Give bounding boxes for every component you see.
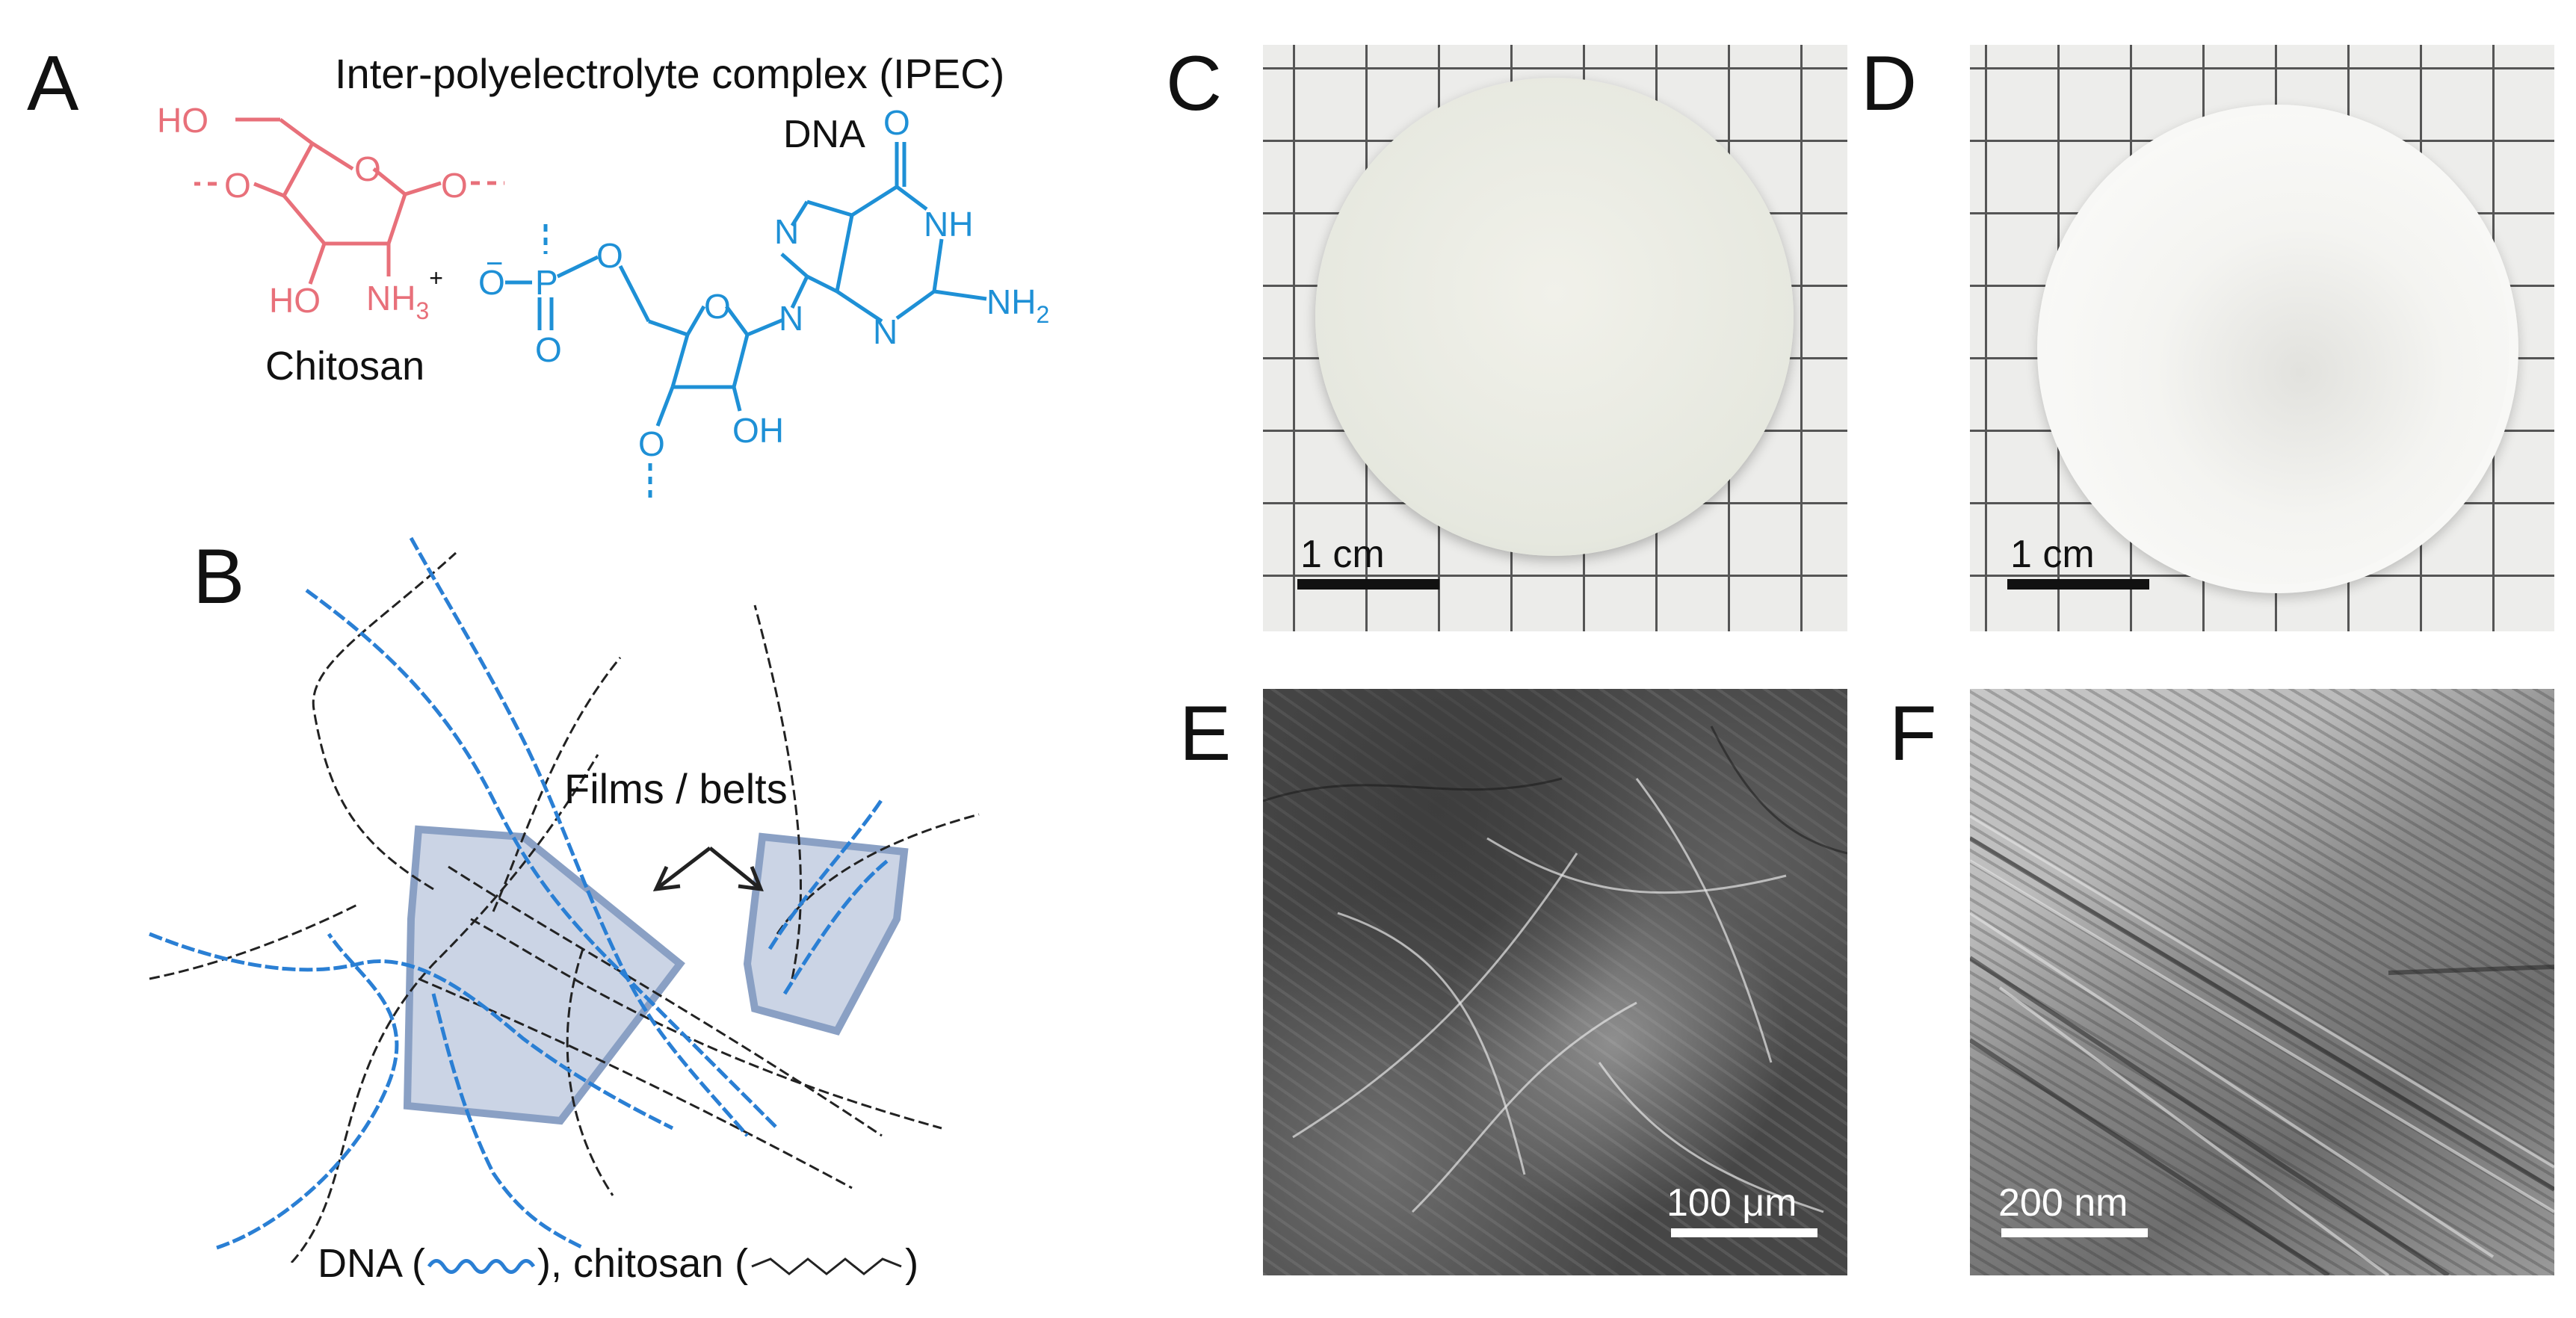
- sem-fibers: [1263, 725, 1847, 1213]
- sugar-o-bottom: O: [638, 424, 665, 463]
- chitosan-ho-top: HO: [157, 101, 209, 140]
- panel-b-legend: DNA ( ), chitosan (): [318, 1240, 918, 1287]
- scale-bar-f: [2001, 1228, 2148, 1237]
- film-belt-large: [403, 825, 685, 1125]
- base-n7: N: [774, 212, 799, 251]
- panel-label-b: B: [193, 533, 245, 620]
- phosphate-minus: −: [486, 247, 503, 280]
- panel-label-c: C: [1166, 40, 1223, 127]
- base-nh2: NH2: [986, 282, 1049, 328]
- legend-chitosan-swatch: [751, 1257, 902, 1275]
- dna-strands: [149, 536, 891, 1250]
- disc-d: [2037, 105, 2518, 593]
- chitosan-nh3: NH3+: [366, 264, 443, 324]
- base-nh: NH: [924, 205, 973, 244]
- phosphate-o-left: O: [478, 263, 505, 302]
- base-n9: N: [779, 299, 803, 338]
- scale-bar-c: [1297, 579, 1439, 590]
- panel-label-d: D: [1861, 40, 1918, 127]
- tem-fibrils: [1970, 814, 2554, 1275]
- scale-label-e: 100 μm: [1667, 1181, 1797, 1225]
- ipec-diagram: Films / belts: [149, 536, 980, 1263]
- chitosan-o-right: O: [441, 166, 468, 205]
- panel-label-e: E: [1179, 690, 1232, 777]
- films-belts-label: Films / belts: [564, 765, 788, 812]
- legend-chitosan-text: ), chitosan (: [537, 1241, 749, 1286]
- chitosan-o-left: O: [224, 166, 251, 205]
- photo-d-disc: 1 cm: [1970, 45, 2554, 631]
- scale-label-d: 1 cm: [2010, 533, 2095, 576]
- scale-bar-e: [1671, 1228, 1817, 1237]
- phosphate-o-ester: O: [596, 236, 623, 275]
- scale-label-f: 200 nm: [1998, 1181, 2128, 1225]
- phosphate-p: P: [535, 263, 558, 302]
- disc-c: [1315, 78, 1794, 556]
- base-n3: N: [873, 312, 898, 351]
- panel-label-a: A: [27, 40, 79, 127]
- photo-c-disc: 1 cm: [1263, 45, 1847, 631]
- sugar-o: O: [704, 287, 731, 326]
- phosphate-o-down: O: [535, 330, 562, 369]
- scale-bar-d: [2007, 579, 2149, 590]
- ipec-title: Inter-polyelectrolyte complex (IPEC): [335, 50, 1005, 97]
- chitosan-structure: [194, 117, 504, 285]
- tem-image-f: 200 nm: [1970, 689, 2554, 1275]
- scale-label-c: 1 cm: [1300, 533, 1385, 576]
- base-o: O: [883, 103, 910, 142]
- legend-dna-text: DNA (: [318, 1241, 426, 1286]
- legend-dna-swatch: [427, 1258, 536, 1274]
- chitosan-label: Chitosan: [265, 344, 424, 389]
- legend-end-text: ): [905, 1241, 919, 1286]
- dna-structure: [505, 142, 987, 501]
- sugar-oh: OH: [732, 411, 784, 450]
- sem-image-e: 100 μm: [1263, 689, 1847, 1275]
- chitosan-strands: [149, 551, 980, 1263]
- dna-label: DNA: [783, 113, 865, 156]
- chemical-structure: HO O O O HO NH3+ Chitosan: [157, 101, 1049, 501]
- panel-label-f: F: [1889, 690, 1937, 777]
- film-arrows: [652, 847, 764, 892]
- chitosan-ho-bottom: HO: [269, 281, 321, 320]
- chitosan-o-ring: O: [354, 149, 381, 188]
